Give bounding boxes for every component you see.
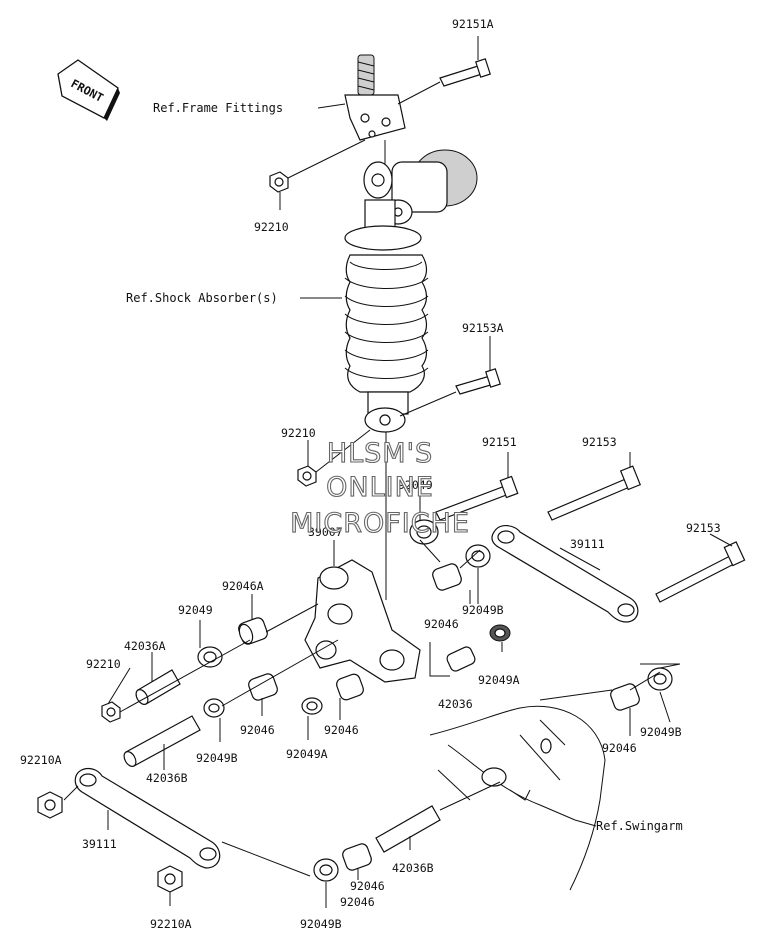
part-label: 42036B [392,861,434,875]
tie-rod-39111-upper [491,525,639,623]
ref-swingarm: Ref.Swingarm [596,819,683,833]
part-label: 92046 [240,723,275,737]
part-label: 92153A [462,321,504,335]
part-label: 92046 [324,723,359,737]
part-label: 42036A [124,639,166,653]
ref-shock-absorber: Ref.Shock Absorber(s) [126,291,278,305]
bearing-92046-lower [342,843,372,871]
bolt-92151 [435,475,519,521]
seal-92049b-swingarm [647,667,673,691]
bolt-92153-lower [655,541,746,603]
part-label: 39111 [82,837,117,851]
part-label: 92049B [300,917,342,931]
bolt-92153a [455,368,501,395]
part-label: 92151 [482,435,517,449]
sleeve-42036 [446,646,476,672]
watermark-line-2: ONLINE [326,472,434,503]
part-label: 92049 [398,478,433,492]
part-label: 42036 [438,697,473,711]
bearing-92046-right [432,563,462,591]
part-label: 92210A [150,917,192,931]
part-label: 92046A [222,579,264,593]
part-label: 39007 [308,525,343,539]
rocker-arm-39007 [304,559,421,683]
washer-92049a-right [489,624,511,642]
bearing-92046-left [248,673,278,701]
swingarm-outline [429,705,606,891]
part-label: 92049B [640,725,682,739]
part-label: 92046 [340,895,375,909]
front-arrow-icon: FRONT [57,59,120,121]
bearing-92046-swingarm [610,683,640,711]
nut-92210a-lower [157,865,183,893]
part-label: 92049A [286,747,328,761]
part-label: 92046 [602,741,637,755]
nut-92210-mid [297,465,317,487]
sleeve-42036b-lower [375,805,441,853]
frame-fitting-bracket [344,54,406,141]
watermark-line-3: MICROFICHE [290,508,470,539]
part-label: 92049B [196,751,238,765]
seal-92049b-left [203,698,225,718]
watermark-line-1: HLSM'S [327,438,433,469]
ref-frame-fittings: Ref.Frame Fittings [153,101,283,115]
seal-92049b-lower [313,858,339,882]
part-label: 92210 [86,657,121,671]
part-label: 92049B [462,603,504,617]
part-label: 92049 [178,603,213,617]
leader-lines [63,36,733,908]
part-label: 92210 [254,220,289,234]
shock-absorber [344,149,478,433]
bearing-92046a [238,617,268,645]
part-label: 92210A [20,753,62,767]
nut-92210-left [101,701,121,723]
part-label: 92049A [478,673,520,687]
seal-92049b-right [465,544,491,568]
bearing-92049-upper [409,519,439,545]
part-label: 39111 [570,537,605,551]
nut-92210-top [269,171,289,193]
bearing-92046-center [336,673,364,701]
part-label: 92046 [350,879,385,893]
washer-92049a-left [301,697,323,715]
part-label: 42036B [146,771,188,785]
watermark: HLSM'S ONLINE MICROFICHE [290,437,470,539]
part-label: 92153 [686,521,721,535]
seal-92049-left [197,646,223,668]
part-label: 92151A [452,17,494,31]
bolt-92151a [439,58,491,87]
part-label: 92153 [582,435,617,449]
bolt-92153-upper [547,465,642,521]
nut-92210a-upper [37,791,63,819]
tie-rod-39111-lower [74,767,221,869]
part-label: 92046 [424,617,459,631]
part-label: 92210 [281,426,316,440]
sleeve-42036b-left [123,715,201,767]
